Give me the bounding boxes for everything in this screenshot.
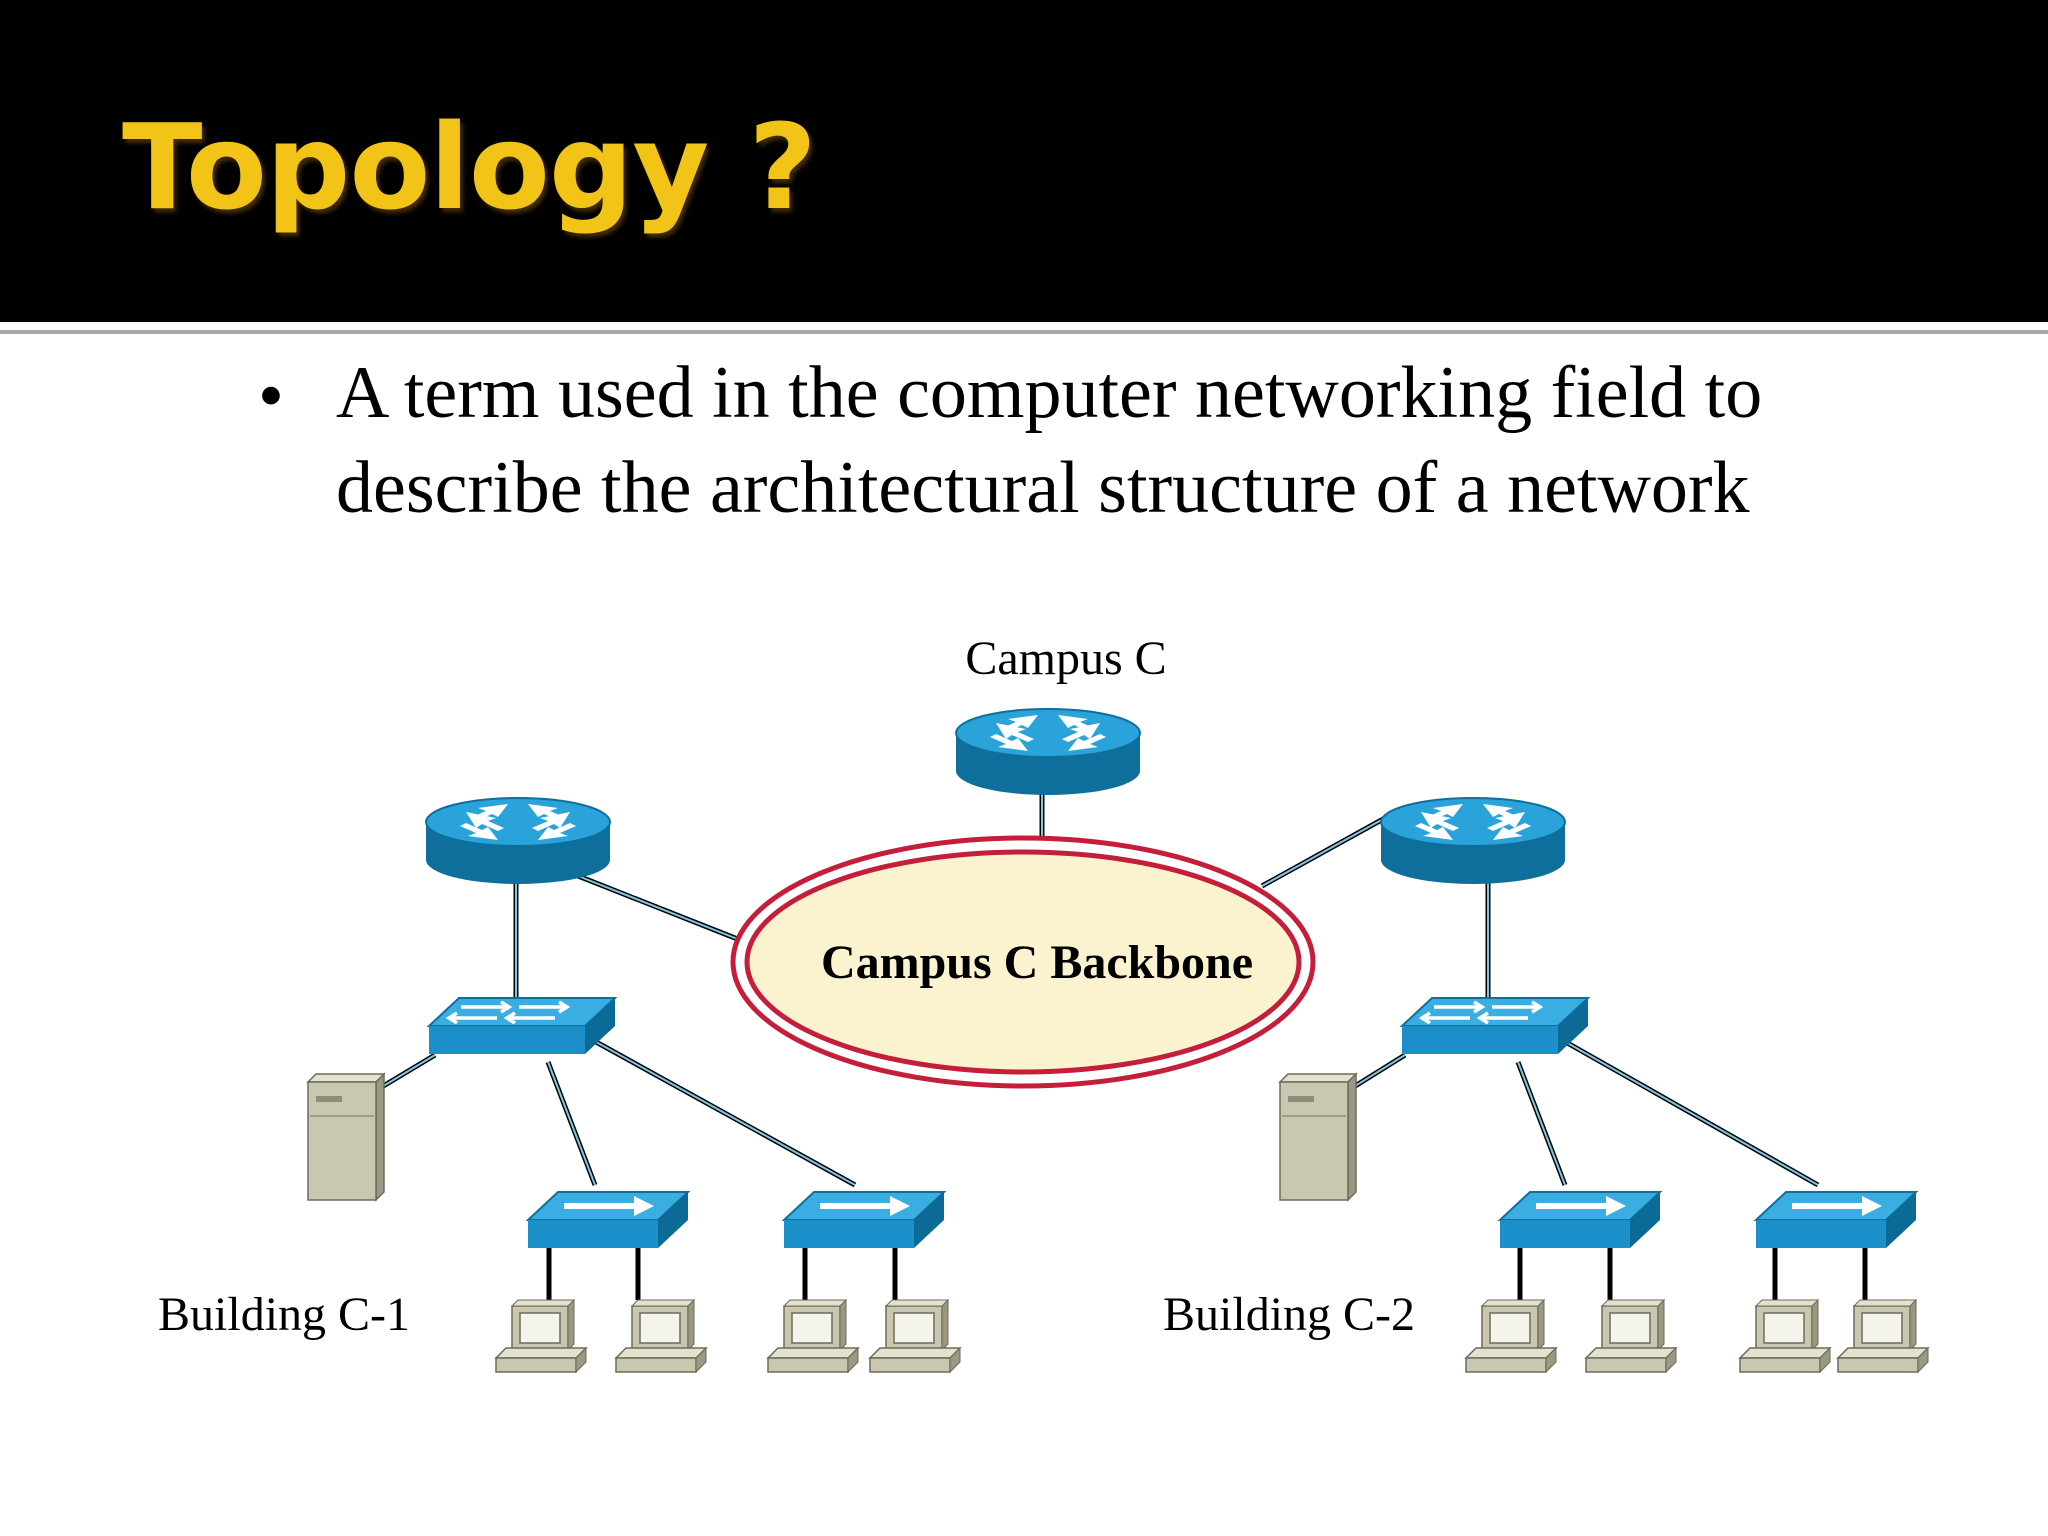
workstation-icon bbox=[615, 1299, 707, 1373]
campus-backbone: Campus C Backbone bbox=[730, 835, 1316, 1089]
server-icon bbox=[307, 1073, 385, 1201]
router-icon bbox=[1380, 797, 1566, 885]
workstation-icon bbox=[1465, 1299, 1557, 1373]
hub-icon bbox=[1500, 1192, 1660, 1248]
slide-title: Topology ? bbox=[122, 98, 817, 236]
hub-icon bbox=[784, 1192, 944, 1248]
workstation-icon bbox=[767, 1299, 859, 1373]
building-c1-label: Building C-1 bbox=[158, 1288, 410, 1341]
switch-icon bbox=[427, 996, 617, 1056]
workstation-icon bbox=[1837, 1299, 1929, 1373]
server-icon bbox=[1279, 1073, 1357, 1201]
links bbox=[378, 790, 1868, 1300]
bullet-text: A term used in the computer networking f… bbox=[336, 352, 1763, 529]
workstation-icon bbox=[869, 1299, 961, 1373]
title-bar bbox=[0, 0, 2048, 322]
workstation-icon bbox=[1739, 1299, 1831, 1373]
bullet-marker: • bbox=[258, 355, 284, 437]
router-icon bbox=[425, 797, 611, 885]
campus-label: Campus C bbox=[965, 632, 1166, 685]
building-c2-label: Building C-2 bbox=[1163, 1288, 1415, 1341]
workstation-icon bbox=[495, 1299, 587, 1373]
backbone-label: Campus C Backbone bbox=[821, 936, 1253, 989]
header-divider bbox=[0, 330, 2048, 334]
switch-icon bbox=[1400, 996, 1590, 1056]
router-icon bbox=[955, 708, 1141, 796]
workstation-icon bbox=[1585, 1299, 1677, 1373]
hub-icon bbox=[1756, 1192, 1916, 1248]
hub-icon bbox=[528, 1192, 688, 1248]
